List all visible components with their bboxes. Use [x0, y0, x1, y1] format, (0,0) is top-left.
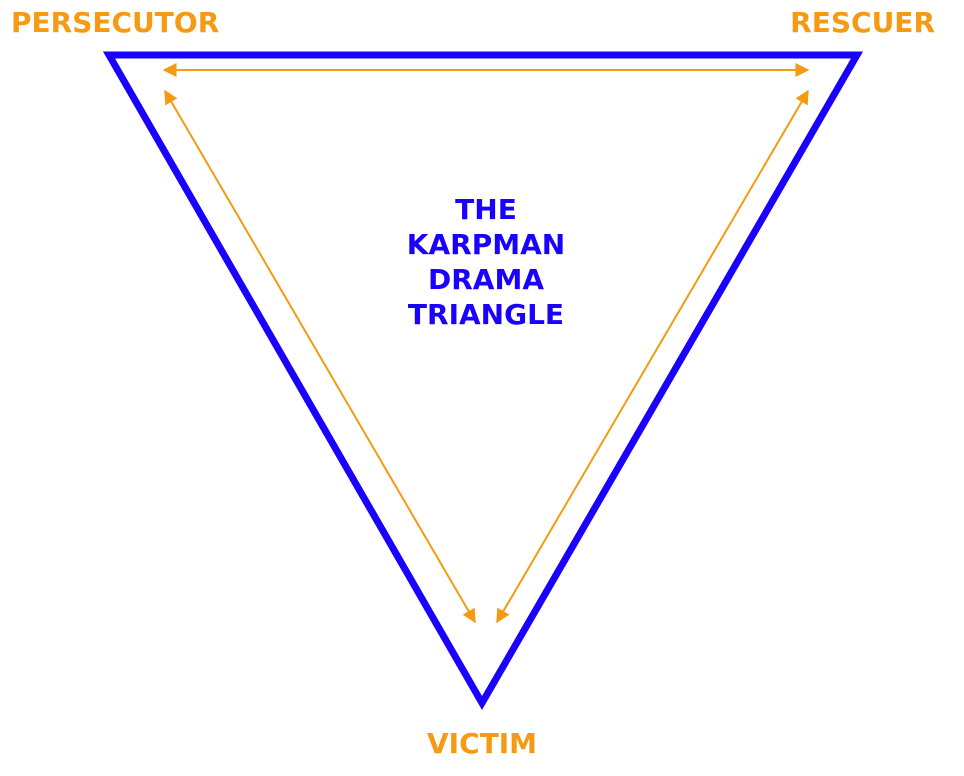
title-line: TRIANGLE [407, 298, 565, 331]
triangle-outline [102, 51, 864, 711]
arrow-rescuer-victim [496, 89, 809, 624]
title-line: DRAMA [427, 263, 544, 296]
title-line: KARPMAN [406, 228, 566, 261]
arrow-persecutor-victim [164, 89, 476, 624]
diagram-title: THE KARPMAN DRAMA TRIANGLE [336, 192, 636, 332]
role-label-rescuer: RESCUER [790, 6, 935, 39]
role-label-victim: VICTIM [426, 727, 538, 760]
title-line: THE [455, 193, 517, 226]
role-label-persecutor: PERSECUTOR [11, 6, 220, 39]
